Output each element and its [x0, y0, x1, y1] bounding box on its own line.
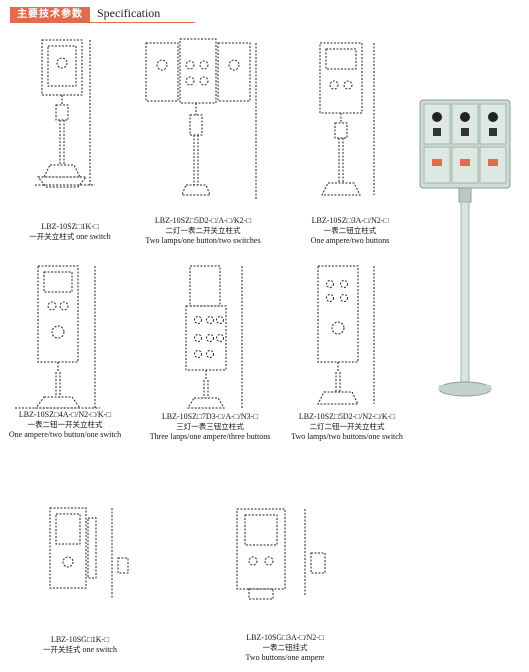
section-label: 主要技术参数 [10, 7, 90, 22]
product-item-7: LBZ-10SG□1K-□ 一开关挂式 one switch [30, 498, 140, 663]
drawing-single-switch-wall [49, 507, 129, 598]
name-en: Three lanps/one ampere/three buttons [149, 432, 271, 441]
name-en: One ampere/two button/one switch [8, 430, 122, 439]
drawing-ampere-buttons-post [319, 42, 375, 196]
product-photo [415, 95, 515, 405]
product-item-6: LBZ-10SZ□5D2-□/N2-□/K-□ 二灯二钮一开关立柱式 Two l… [291, 262, 403, 477]
product-item-8: LBZ-10SG□3A-□/N2-□ 一表二钮挂式 Two buttons/on… [225, 505, 345, 670]
name-zh: 二灯二钮一开关立柱式 [309, 422, 385, 431]
name-zh: 三灯一表三钮立柱式 [176, 422, 244, 431]
name-en: One ampere/two buttons [310, 236, 390, 245]
name-en: one switch [82, 645, 117, 654]
product-item-1: LBZ-10SZ□1K-□ 一开关立柱式 one switch [20, 35, 120, 245]
name-zh: 一表二钮立柱式 [323, 226, 377, 235]
model-label: LBZ-10SG□1K-□ [50, 635, 110, 644]
product-item-3: LBZ-10SZ□3A-□/N2-□ 一表二钮立柱式 One ampere/tw… [300, 35, 400, 250]
name-zh: 一开关挂式 [43, 645, 81, 654]
name-zh: 一表二钮挂式 [262, 643, 308, 652]
product-item-2: LBZ-10SZ□5D2-□/A-□/K2-□ 二灯一表二开关立柱式 Two l… [138, 35, 268, 250]
product-item-5: LBZ-10SZ□7D3-□/A-□/N3-□ 三灯一表三钮立柱式 Three … [150, 262, 270, 477]
drawing-single-switch-post [35, 39, 95, 188]
model-label: LBZ-10SZ□7D3-□/A-□/N3-□ [161, 412, 259, 421]
model-label: LBZ-10SZ□5D2-□/N2-□/K-□ [298, 412, 396, 421]
section-title: Specification [97, 6, 161, 20]
drawing-three-lamps-post [185, 265, 243, 409]
drawing-ampere-buttons-switch-post [15, 265, 100, 409]
name-en: Two lamps/one button/two switches [145, 236, 261, 245]
model-label: LBZ-10SG□3A-□/N2-□ [246, 633, 324, 642]
name-zh: 一表二钮一开关立柱式 [27, 420, 103, 429]
model-label: LBZ-10SZ□4A-□/N2-□/K-□ [18, 410, 112, 419]
explosion-proof-box-photo [419, 99, 511, 397]
drawing-ampere-buttons-wall [236, 508, 326, 600]
drawing-two-lamps-post [145, 38, 257, 200]
header-divider [10, 22, 195, 23]
name-en: one switch [76, 232, 111, 241]
name-en: Two buttons/one ampere [245, 653, 325, 662]
name-en: Two lamps/two buttons/one switch [291, 432, 403, 441]
name-zh: 一开关立柱式 [29, 232, 75, 241]
section-header: 主要技术参数 Specification [0, 0, 529, 28]
drawing-two-lamps-buttons-post [317, 265, 375, 405]
model-label: LBZ-10SZ□3A-□/N2-□ [311, 216, 389, 225]
model-label: LBZ-10SZ□5D2-□/A-□/K2-□ [154, 216, 252, 225]
name-zh: 二灯一表二开关立柱式 [165, 226, 241, 235]
product-item-4: LBZ-10SZ□4A-□/N2-□/K-□ 一表二钮一开关立柱式 One am… [9, 262, 121, 472]
model-label: LBZ-10SZ□1K-□ [41, 222, 99, 231]
